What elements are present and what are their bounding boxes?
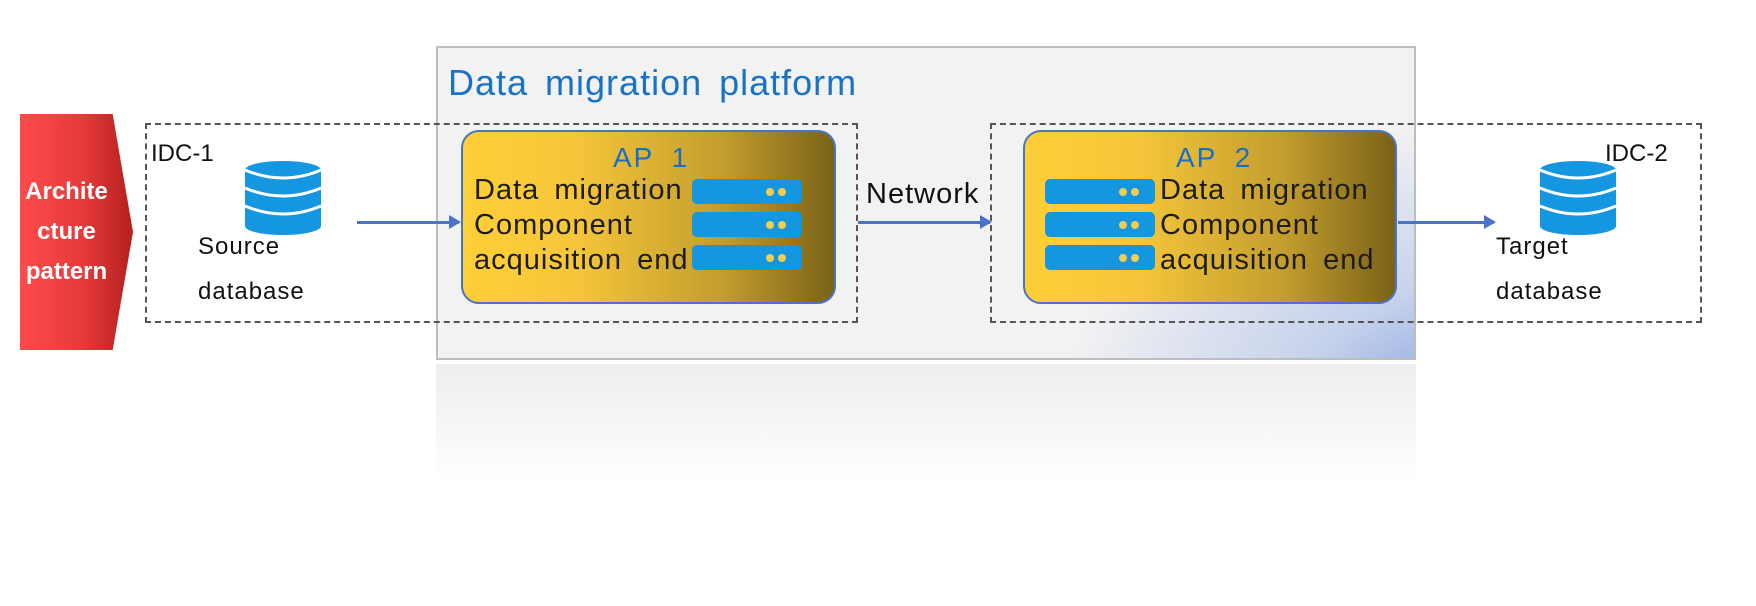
- server-icon: [1045, 245, 1155, 270]
- arrow-source-to-ap1: [357, 215, 461, 229]
- server-icon: [692, 212, 802, 237]
- source-database-label-2: database: [198, 278, 305, 305]
- server-icon: [1045, 179, 1155, 204]
- platform-title: Data migration platform: [448, 62, 858, 103]
- ap-2-title: AP 2: [1176, 142, 1253, 173]
- server-icon: [692, 245, 802, 270]
- architecture-pattern-tag: Archite cture pattern: [20, 114, 133, 350]
- ap-1-line-1: Data migration: [474, 174, 683, 206]
- ap-1-line-3: acquisition end: [474, 244, 689, 276]
- server-icon: [1045, 212, 1155, 237]
- arrow-ap2-to-target: [1398, 215, 1496, 229]
- architecture-tag-line-1: Archite: [25, 178, 108, 205]
- platform-reflection: [436, 364, 1416, 484]
- target-database-label-2: database: [1496, 278, 1603, 305]
- idc-2-label: IDC-2: [1605, 140, 1668, 167]
- idc-1-label: IDC-1: [151, 140, 214, 167]
- architecture-tag-line-2: cture: [37, 218, 96, 245]
- target-database-icon: [1538, 160, 1618, 236]
- source-database-icon: [243, 160, 323, 236]
- server-icon: [692, 179, 802, 204]
- ap-2-line-2: Component: [1160, 209, 1319, 241]
- ap-2-line-1: Data migration: [1160, 174, 1369, 206]
- arrow-ap1-to-ap2: [858, 215, 992, 229]
- source-database-label-1: Source: [198, 233, 281, 260]
- ap-2-line-3: acquisition end: [1160, 244, 1375, 276]
- ap-1-line-2: Component: [474, 209, 633, 241]
- architecture-tag-line-3: pattern: [25, 258, 108, 285]
- target-database-label-1: Target: [1496, 233, 1569, 260]
- ap-1-title: AP 1: [613, 142, 690, 173]
- network-label: Network: [866, 178, 980, 210]
- idc-1-box: [145, 123, 858, 323]
